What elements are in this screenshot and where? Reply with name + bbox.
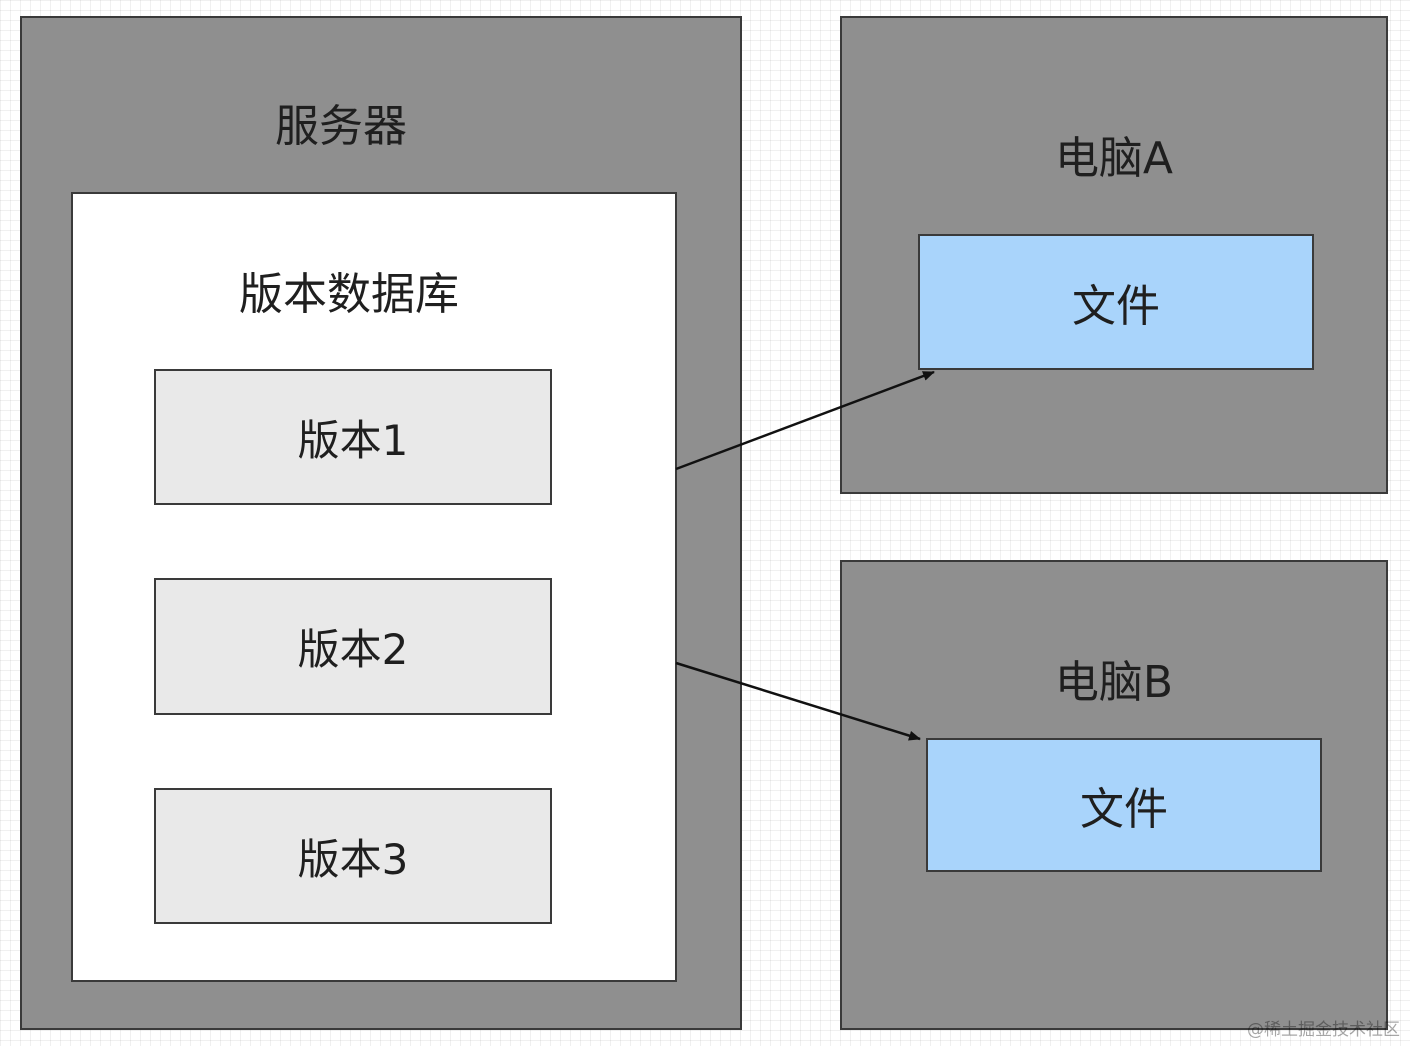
version-database-box: 版本数据库 版本1 版本2 版本3 [71,192,677,982]
computer-b-title: 电脑B [1054,657,1174,708]
version-label-3: 版本3 [297,834,409,884]
version-label-2: 版本2 [297,625,409,674]
watermark-text: @稀土掘金技术社区 [1247,1020,1400,1040]
computer-b-box: 电脑B 文件 [840,560,1388,1030]
computer-a-box: 电脑A 文件 [840,16,1388,494]
server-box: 服务器 版本数据库 版本1 版本2 版本3 [20,16,742,1030]
version-box-2: 版本2 [154,578,552,715]
computer-a-file-label: 文件 [1072,281,1160,332]
computer-b-file-label: 文件 [1080,784,1168,835]
version-box-3: 版本3 [154,788,552,924]
version-database-title: 版本数据库 [239,269,459,320]
version-box-1: 版本1 [154,369,552,505]
computer-a-title: 电脑A [1054,133,1174,184]
server-title: 服务器 [275,101,407,152]
computer-b-file-box: 文件 [926,738,1322,872]
version-label-1: 版本1 [297,415,409,465]
computer-a-file-box: 文件 [918,234,1314,370]
